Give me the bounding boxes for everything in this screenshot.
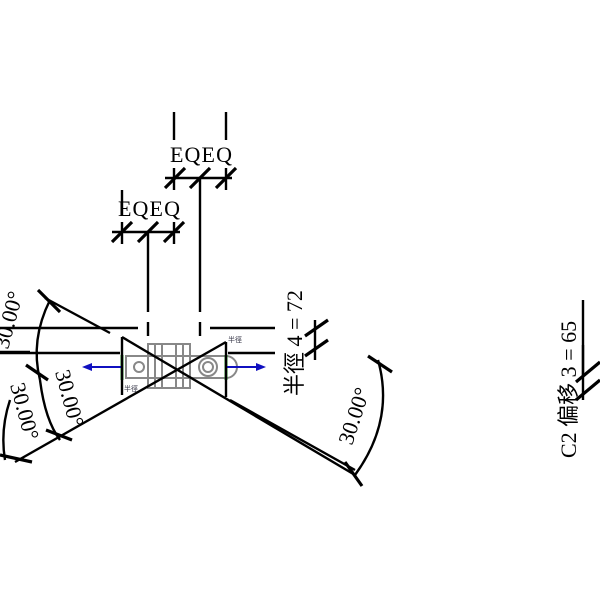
angle-label: 30.00° <box>0 288 28 351</box>
radius-dimension[interactable]: 半徑 4 = 72 <box>282 290 329 396</box>
angle-label: 30.00° <box>50 367 89 430</box>
angle-label: 30.00° <box>333 384 375 447</box>
eq-dimension-lower[interactable]: EQEQ <box>110 190 186 244</box>
flow-arrow-left-icon[interactable] <box>82 363 122 371</box>
offset-label: C2 偏移 3 = 65 <box>556 321 581 458</box>
angle-lines <box>14 296 356 477</box>
radius-label: 半徑 4 = 72 <box>282 290 307 396</box>
angle-label: 30.00° <box>5 380 44 443</box>
eq-dimension-upper[interactable]: EQEQ <box>163 112 238 190</box>
radius-label-bottom: 半徑 <box>124 384 138 393</box>
radius-label-top: 半徑 <box>228 335 242 344</box>
eq-label-upper: EQEQ <box>170 142 232 167</box>
eq-label-lower: EQEQ <box>118 196 180 221</box>
offset-dimension[interactable]: C2 偏移 3 = 65 <box>556 300 600 458</box>
flow-arrow-right-icon[interactable] <box>226 363 266 371</box>
